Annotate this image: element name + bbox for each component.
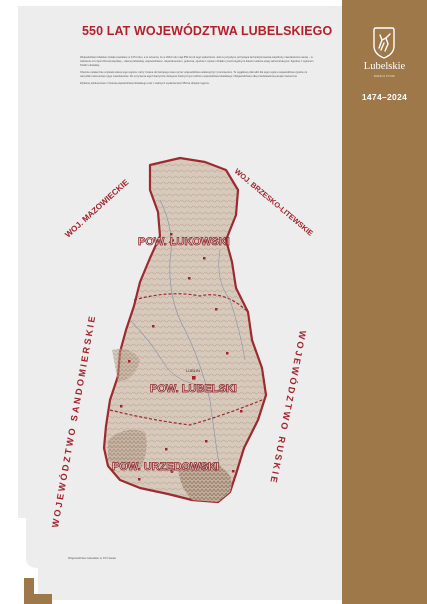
- river: [218, 249, 246, 361]
- brand-name: Lubelskie: [363, 61, 406, 72]
- neighbor-label-sandomierskie: WOJEWÓDZTWO SANDOMIERSKIE: [49, 313, 97, 528]
- intro-text: Województwo lubelskie zostało powołane w…: [80, 56, 316, 89]
- hill-area: [112, 348, 140, 382]
- town-marker: [152, 325, 155, 328]
- county-label-lukowski: POW. ŁUKOWSKI: [138, 236, 230, 248]
- deer-emblem-icon: [373, 27, 395, 59]
- town-marker: [128, 360, 131, 363]
- town-marker: [170, 233, 173, 236]
- neighbor-label-mazowieckie: WOJ. MAZOWIECKIE: [63, 177, 131, 239]
- hill-area: [108, 429, 147, 470]
- city-marker-lublin: [192, 376, 196, 380]
- anniversary-years: 1474–2024: [361, 92, 408, 102]
- neighbor-label-brzeskie: WOJ. BRZESKO-LITEWSKIE: [233, 167, 315, 238]
- river: [129, 319, 199, 386]
- town-marker: [203, 257, 206, 260]
- corner-l-icon: [18, 518, 52, 604]
- brand-tagline: SMAKUJ ŻYCIE!: [373, 75, 396, 78]
- town-marker: [165, 448, 168, 451]
- intro-footnote: Wydanie jubileuszowe z historią wojewódz…: [80, 82, 210, 85]
- county-border: [133, 293, 249, 313]
- city-label-lublin: LUBLIN: [186, 368, 200, 373]
- poster-title: 550 LAT WOJEWÓDZTWA LUBELSKIEGO: [82, 24, 333, 38]
- town-marker: [120, 405, 123, 408]
- mountain-area: [178, 462, 232, 502]
- town-marker: [232, 470, 235, 473]
- river: [159, 199, 221, 471]
- town-marker: [188, 277, 191, 280]
- intro-paragraph: Obecnie ostatecznie uzyskało status tego…: [80, 71, 308, 78]
- county-label-urzedowski: POW. URZĘDOWSKI: [112, 461, 219, 473]
- town-marker: [205, 440, 208, 443]
- county-border: [109, 399, 263, 426]
- historical-map: LUBLIN POW. ŁUKOWSKI POW. LUBELSKI POW. …: [49, 156, 315, 528]
- sidebar-panel: Lubelskie SMAKUJ ŻYCIE! 1474–2024: [342, 0, 427, 604]
- town-markers: [120, 233, 243, 481]
- neighbor-label-ruskie: WOJEWÓDZTWO RUSKIE: [268, 330, 309, 486]
- town-marker: [240, 410, 243, 413]
- county-label-lubelski: POW. LUBELSKI: [150, 383, 237, 395]
- intro-paragraph: Województwo lubelskie zostało powołane w…: [80, 56, 314, 67]
- town-marker: [138, 478, 141, 481]
- town-marker: [215, 308, 218, 311]
- town-marker: [226, 352, 229, 355]
- map-caption: Województwo lubelskie w XVI wieku: [68, 556, 117, 560]
